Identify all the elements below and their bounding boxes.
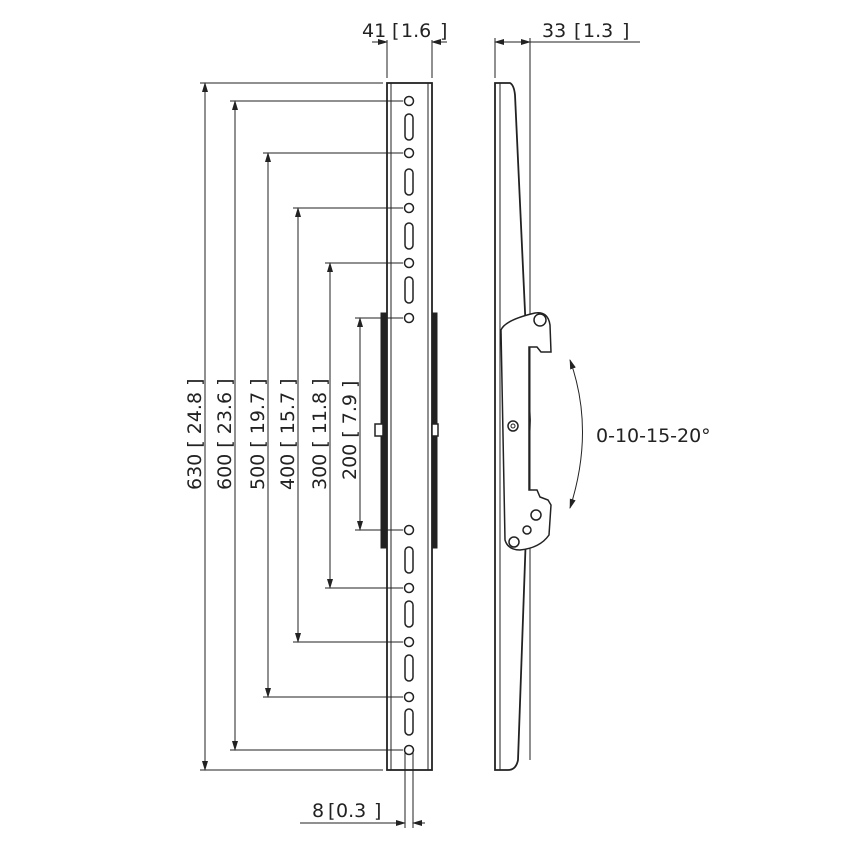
bracket-hole (508, 536, 520, 548)
mount-hole (403, 147, 415, 159)
mount-slot (404, 708, 414, 736)
dimension-400: 400 [ 15.7 ] (277, 207, 403, 643)
depth-in: 1.3 (583, 20, 613, 42)
mount-slot (404, 600, 414, 628)
dimension-label: 630 [ 24.8 ] (184, 378, 206, 490)
dimension-label: 400 [ 15.7 ] (277, 378, 299, 490)
front-view-rail (374, 82, 439, 771)
bracket-close: ] (440, 20, 447, 42)
mount-slot (404, 222, 414, 250)
depth-mm: 33 (542, 20, 566, 42)
mount-hole (403, 524, 415, 536)
tilt-arrow-icon (569, 359, 583, 509)
bracket-open: [ (392, 20, 399, 42)
mount-slot (404, 276, 414, 304)
side-plate (494, 82, 531, 771)
mount-hole (403, 691, 415, 703)
tilt-bracket (500, 312, 552, 551)
mount-hole (403, 312, 415, 324)
bolt-icon (431, 423, 439, 437)
mount-hole (403, 202, 415, 214)
mount-hole (403, 257, 415, 269)
bracket-open: [ (328, 800, 335, 822)
bracket-hole (533, 313, 547, 327)
bottom-offset-dimension: 8 [ 0.3 ] (300, 752, 425, 828)
side-view: 0-10-15-20° (494, 82, 711, 771)
mount-slot (404, 113, 414, 141)
width-dimension: 41 [ 1.6 ] (362, 20, 447, 78)
mount-hole (403, 582, 415, 594)
bolt-icon (374, 423, 384, 437)
depth-dimension: 33 [ 1.3 ] (494, 20, 640, 760)
width-in: 1.6 (401, 20, 431, 42)
dimension-label: 200 [ 7.9 ] (339, 381, 361, 480)
mount-hole (403, 95, 415, 107)
mount-hole (403, 636, 415, 648)
dimension-200: 200 [ 7.9 ] (339, 317, 403, 531)
dimension-500: 500 [ 19.7 ] (247, 152, 403, 698)
bracket-close: ] (374, 800, 381, 822)
vertical-dimensions: 630 [ 24.8 ] 600 [ 23.6 ] 500 [ 19.7 ] 400 … (184, 82, 403, 771)
dimension-300: 300 [ 11.8 ] (309, 262, 403, 589)
mount-slot (404, 654, 414, 682)
offset-in: 0.3 (336, 800, 366, 822)
pivot-icon (507, 420, 519, 432)
mount-hole (403, 744, 415, 756)
dimension-label: 300 [ 11.8 ] (309, 378, 331, 490)
dimension-label: 600 [ 23.6 ] (214, 378, 236, 490)
dimension-600: 600 [ 23.6 ] (214, 100, 403, 751)
bracket-open: [ (574, 20, 581, 42)
bracket-hole (522, 525, 532, 535)
dimension-630: 630 [ 24.8 ] (184, 82, 383, 771)
width-mm: 41 (362, 20, 386, 42)
mount-slot (404, 546, 414, 574)
bracket-hole (530, 509, 542, 521)
tilt-label: 0-10-15-20° (596, 425, 711, 447)
dimension-label: 500 [ 19.7 ] (247, 378, 269, 490)
bracket-close: ] (622, 20, 629, 42)
offset-mm: 8 (312, 800, 324, 822)
mount-slot (404, 168, 414, 196)
